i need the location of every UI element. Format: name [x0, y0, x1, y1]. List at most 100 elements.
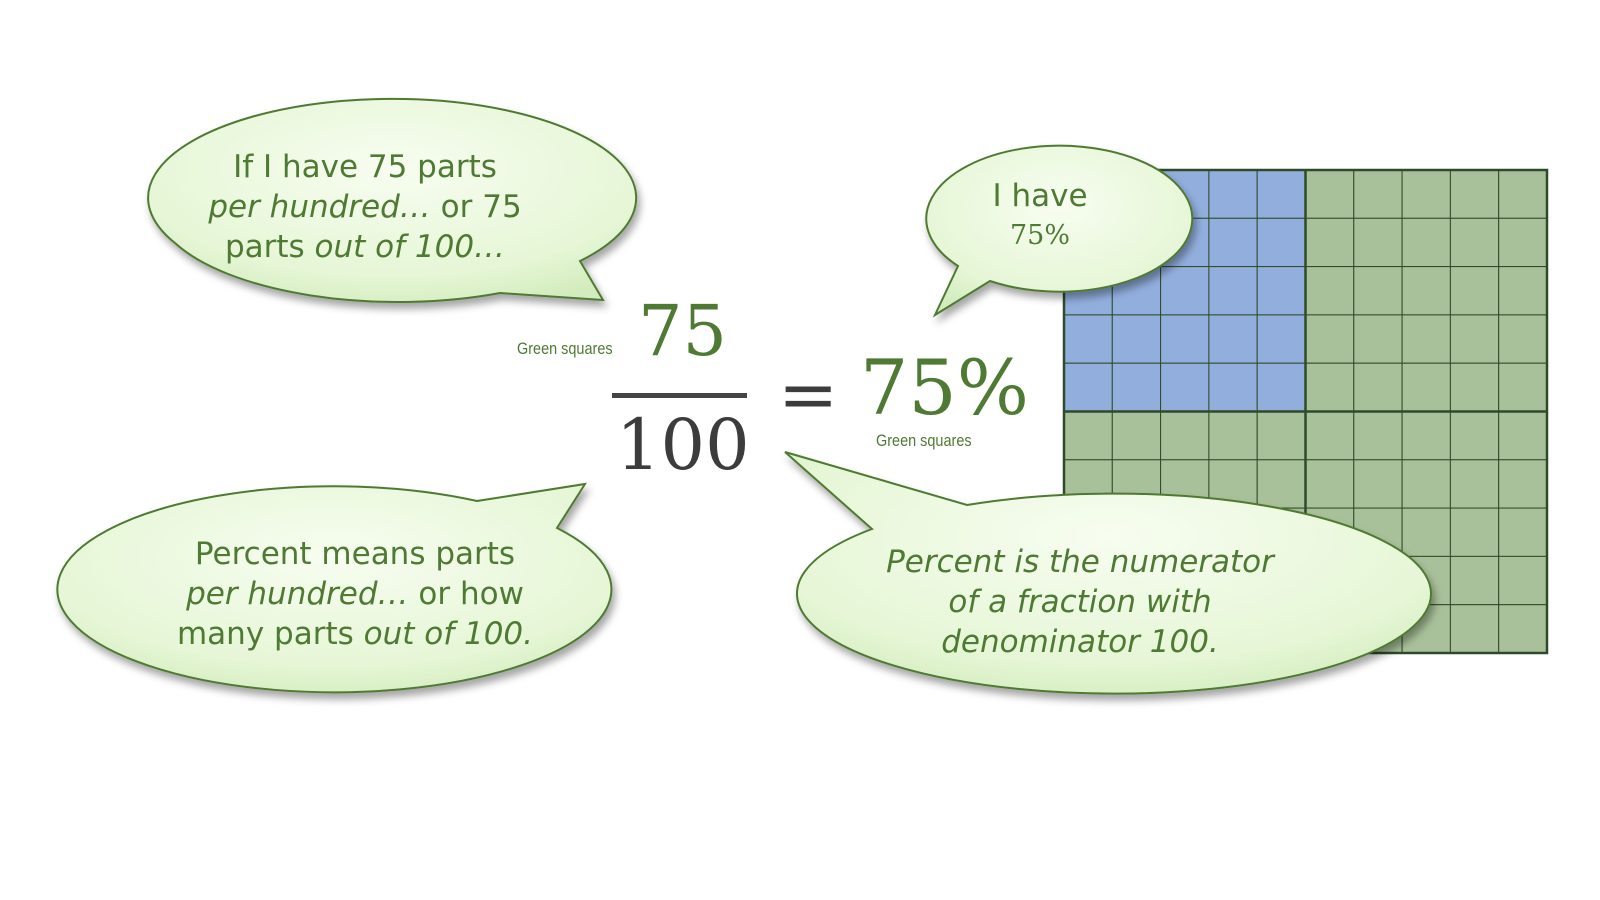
speech-bubble-bottom-right	[784, 451, 1432, 695]
grid-square-blue	[1160, 362, 1210, 413]
grid-square-green	[1353, 459, 1403, 509]
grid-square-green	[1498, 362, 1548, 413]
grid-square-blue	[1256, 266, 1306, 316]
grid-square-blue	[1256, 217, 1306, 268]
grid-square-green	[1401, 411, 1451, 461]
grid-square-green	[1401, 507, 1451, 557]
bubble-text-bottom-left: Percent means parts per hundred… or how …	[160, 534, 550, 654]
grid-square-green	[1498, 314, 1548, 364]
grid-square-green	[1401, 217, 1451, 268]
grid-square-green	[1353, 266, 1403, 316]
grid-square-green	[1401, 314, 1451, 364]
grid-square-green	[1449, 217, 1500, 268]
equals-sign: =	[778, 352, 839, 436]
speech-bubble-top-left	[147, 97, 638, 304]
grid-square-green	[1449, 362, 1500, 413]
grid-square-green	[1160, 411, 1210, 461]
bubble-top-right-line-2: 75%	[1009, 220, 1070, 251]
grid-square-green	[1449, 507, 1500, 557]
grid-square-green	[1353, 362, 1403, 413]
speech-bubble-top-right	[925, 144, 1194, 318]
bubble-bottom-left-plain-2: many parts	[176, 616, 364, 652]
grid-square-green	[1256, 411, 1306, 461]
grid-square-green	[1498, 507, 1548, 557]
grid-square-green	[1353, 314, 1403, 364]
grid-square-green	[1498, 411, 1548, 461]
bubble-bottom-left-italic-2: out of 100.	[363, 616, 533, 652]
grid-square-blue	[1111, 362, 1162, 413]
grid-square-green	[1305, 314, 1355, 364]
grid-square-green	[1256, 459, 1306, 509]
grid-square-blue	[1208, 217, 1258, 268]
fraction-numerator: 75	[638, 290, 728, 372]
grid-square-green	[1305, 266, 1355, 316]
grid-square-green	[1498, 555, 1548, 606]
grid-square-blue	[1111, 314, 1162, 364]
bubble-bottom-left-italic-1: per hundred…	[186, 576, 409, 612]
grid-square-blue	[1208, 169, 1258, 219]
numerator-label: Green squares	[517, 339, 613, 358]
fraction-bar	[612, 393, 747, 398]
percent-value: 75%	[860, 343, 1029, 432]
grid-square-blue	[1063, 314, 1113, 364]
bubble-bottom-left-line-1: Percent means parts	[194, 536, 516, 572]
percent-label: Green squares	[876, 431, 972, 450]
bubble-top-right-line-1: I have	[992, 178, 1088, 214]
speech-bubble-bottom-left	[56, 482, 613, 694]
grid-square-green	[1208, 411, 1258, 461]
grid-square-green	[1401, 459, 1451, 509]
grid-square-green	[1305, 169, 1355, 219]
grid-square-blue	[1256, 169, 1306, 219]
grid-square-green	[1449, 555, 1500, 606]
grid-square-green	[1449, 459, 1500, 509]
grid-square-green	[1401, 266, 1451, 316]
bubble-bottom-right-line-2: of a fraction with	[948, 584, 1212, 620]
grid-square-blue	[1208, 266, 1258, 316]
bubble-top-left-plain-2: parts	[224, 229, 315, 265]
bubble-bottom-right-line-1: Percent is the numerator	[886, 544, 1274, 580]
grid-square-green	[1063, 411, 1113, 461]
grid-square-green	[1498, 604, 1548, 654]
grid-square-green	[1449, 266, 1500, 316]
bubble-bottom-right-line-3: denominator 100.	[941, 624, 1219, 660]
grid-square-green	[1353, 411, 1403, 461]
grid-square-blue	[1160, 266, 1210, 316]
grid-square-green	[1305, 217, 1355, 268]
bubble-top-left-line-3: parts out of 100…	[190, 227, 540, 267]
grid-square-blue	[1256, 314, 1306, 364]
grid-square-green	[1111, 411, 1162, 461]
grid-square-green	[1305, 362, 1355, 413]
grid-square-blue	[1160, 314, 1210, 364]
bubble-text-top-right: I have 75%	[940, 176, 1140, 256]
grid-square-blue	[1208, 314, 1258, 364]
grid-square-green	[1449, 314, 1500, 364]
bubble-top-left-italic-2: out of 100…	[314, 229, 506, 265]
bubble-bottom-left-rest-1: or how	[408, 576, 524, 612]
bubble-text-bottom-right: Percent is the numerator of a fraction w…	[860, 542, 1300, 662]
grid-square-blue	[1208, 362, 1258, 413]
grid-square-green	[1401, 362, 1451, 413]
bubble-bottom-left-line-3: many parts out of 100.	[160, 614, 550, 654]
grid-square-green	[1305, 411, 1355, 461]
grid-square-green	[1449, 169, 1500, 219]
grid-square-green	[1498, 217, 1548, 268]
grid-square-green	[1498, 266, 1548, 316]
grid-square-blue	[1063, 362, 1113, 413]
bubble-top-left-italic-1: per hundred…	[208, 189, 431, 225]
grid-square-green	[1449, 411, 1500, 461]
bubble-text-top-left: If I have 75 parts per hundred… or 75 pa…	[190, 147, 540, 267]
bubble-top-left-line-1: If I have 75 parts	[233, 149, 497, 185]
bubble-top-left-rest-1: or 75	[430, 189, 522, 225]
grid-square-green	[1401, 169, 1451, 219]
fraction-denominator: 100	[616, 404, 750, 486]
grid-square-blue	[1256, 362, 1306, 413]
grid-square-green	[1353, 217, 1403, 268]
grid-square-green	[1305, 459, 1355, 509]
grid-square-green	[1498, 169, 1548, 219]
bubble-top-left-line-2: per hundred… or 75	[190, 187, 540, 227]
grid-square-green	[1498, 459, 1548, 509]
grid-square-green	[1449, 604, 1500, 654]
grid-square-green	[1353, 169, 1403, 219]
bubble-bottom-left-line-2: per hundred… or how	[160, 574, 550, 614]
